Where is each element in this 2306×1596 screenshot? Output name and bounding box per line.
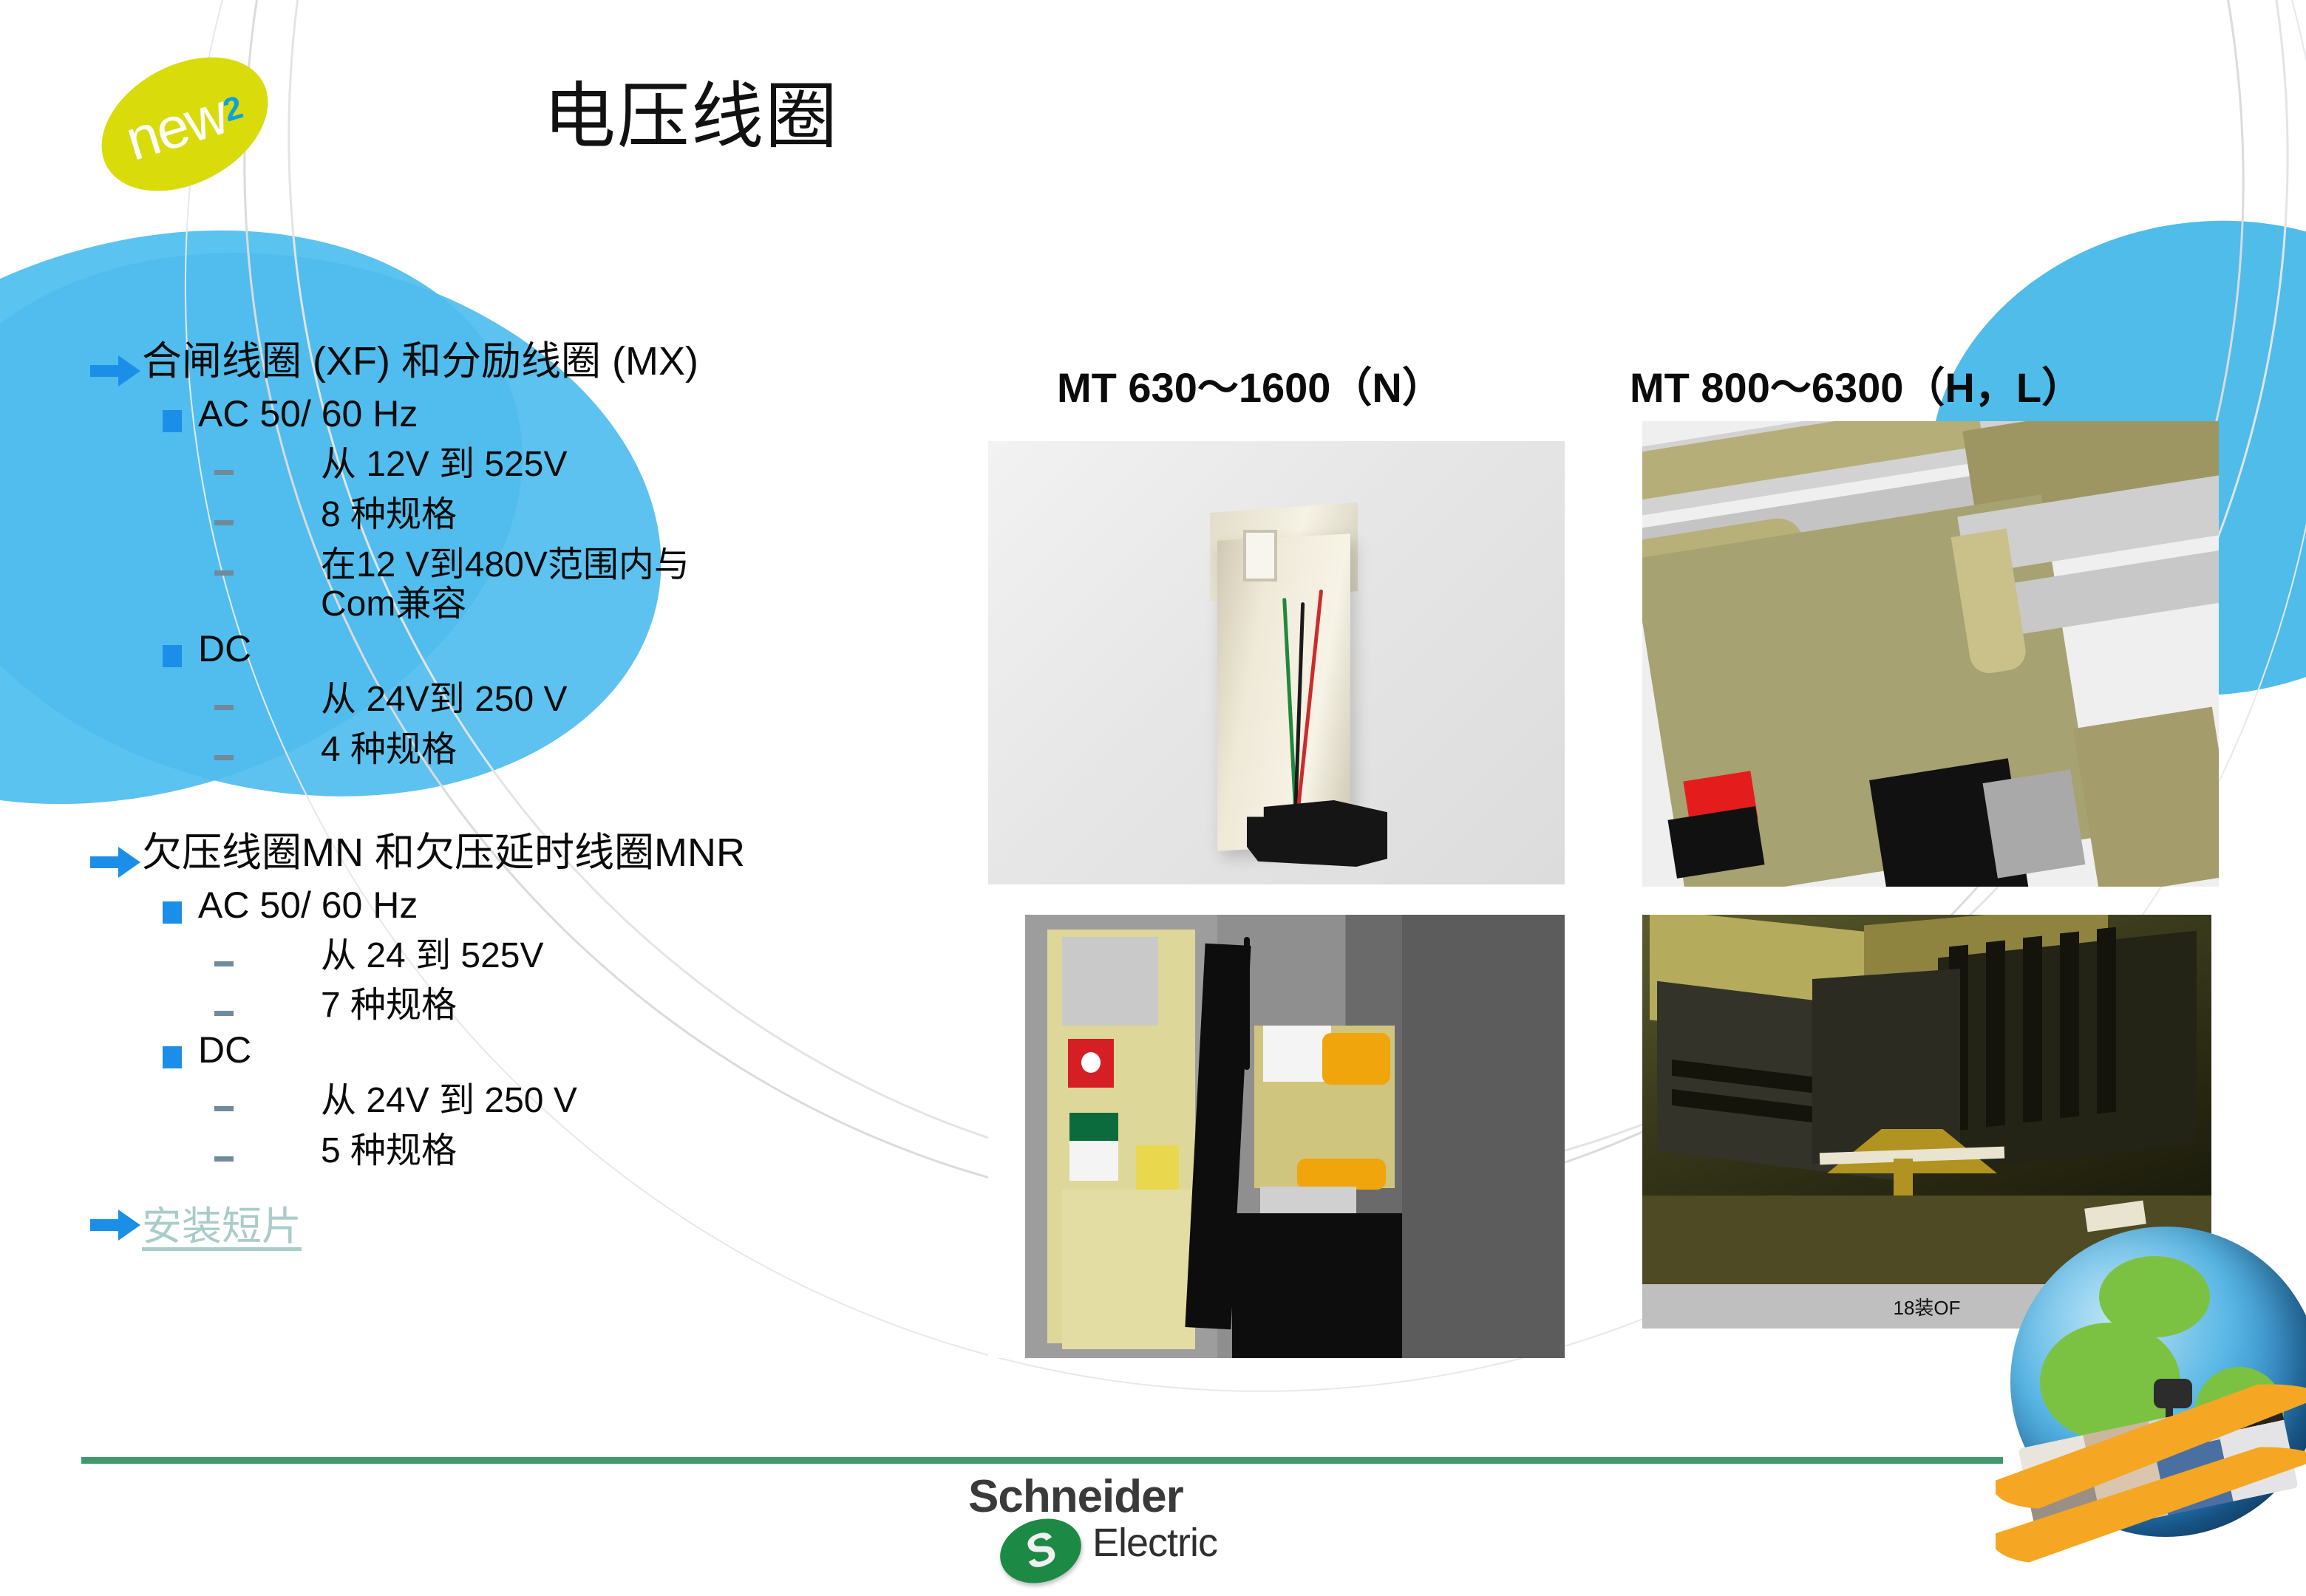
photo-area — [1642, 915, 2211, 1284]
detail-row: 从 12V 到 525V — [214, 445, 968, 485]
detail-label: 从 24V到 250 V — [321, 680, 568, 719]
orange-coil-top — [1322, 1033, 1390, 1085]
red-button-ring — [1081, 1052, 1101, 1073]
install-video-link[interactable]: 安装短片 — [142, 1204, 302, 1249]
coil-white-top — [1263, 1026, 1331, 1082]
group-row: DC — [163, 1030, 968, 1071]
group-row: DC — [163, 629, 968, 669]
detail-row: 5 种规格 — [214, 1131, 968, 1171]
schneider-electric-logo: Schneider S Electric — [961, 1471, 1271, 1594]
black-connector — [1247, 800, 1387, 867]
detail-label: 8 种规格 — [321, 494, 458, 534]
section-heading-row: 合闸线圈 (XF) 和分励线圈 (MX) — [89, 339, 968, 389]
detail-label: 4 种规格 — [321, 729, 458, 769]
dash-bullet-icon — [214, 519, 234, 525]
square-bullet-icon — [163, 645, 182, 667]
section-heading-label: 合闸线圈 (XF) 和分励线圈 (MX) — [142, 339, 698, 383]
dark-backdrop — [1402, 915, 1565, 1358]
detail-row: 7 种规格 — [214, 986, 968, 1026]
terminal-fin-2 — [1986, 940, 2005, 1128]
detail-label: 从 12V 到 525V — [321, 445, 568, 484]
footer-rule — [81, 1457, 2003, 1464]
section-heading-row: 欠压线圈MN 和欠压延时线圈MNR — [89, 831, 968, 881]
logo-word-schneider: Schneider — [968, 1471, 1184, 1522]
page-title: 电压线圈 — [543, 75, 840, 157]
bullet-content: 合闸线圈 (XF) 和分励线圈 (MX) AC 50/ 60 Hz 从 12V … — [89, 336, 968, 1252]
detail-label: 7 种规格 — [321, 986, 458, 1026]
badge-word: new — [118, 81, 234, 173]
yellow-panel-lower — [1062, 1190, 1195, 1349]
gallery-column-header-left: MT 630～1600（N） — [1057, 364, 1443, 411]
detail-row: 从 24V到 250 V — [214, 680, 968, 720]
dash-bullet-icon — [214, 754, 234, 760]
dash-bullet-icon — [214, 961, 234, 966]
group-row: AC 50/ 60 Hz — [163, 884, 968, 926]
terminal-fin-3 — [2023, 935, 2042, 1123]
group-label: AC 50/ 60 Hz — [198, 393, 418, 434]
webcam-icon — [2154, 1379, 2192, 1439]
group-label: DC — [198, 1029, 252, 1071]
dash-bullet-icon — [214, 470, 234, 475]
terminal-fin-5 — [2097, 927, 2116, 1114]
black-cable — [1244, 937, 1250, 1070]
detail-row: 从 24V 到 250 V — [214, 1081, 968, 1121]
square-bullet-icon — [163, 1046, 182, 1068]
brass-plate-lower — [2073, 706, 2219, 887]
detail-label: 从 24V 到 250 V — [321, 1081, 577, 1120]
logo-word-electric: Electric — [1092, 1521, 1218, 1565]
coil-slot-shape — [1243, 530, 1277, 582]
terminal-fin-4 — [2060, 931, 2079, 1119]
dash-bullet-icon — [214, 1106, 234, 1111]
dash-bullet-icon — [214, 1156, 234, 1162]
detail-label: 5 种规格 — [321, 1130, 458, 1170]
breaker-chassis-render — [1642, 421, 2219, 887]
arrow-right-icon — [89, 844, 142, 881]
gallery-column-header-right: MT 800～6300（H，L） — [1630, 364, 2084, 411]
group-label: AC 50/ 60 Hz — [198, 884, 418, 926]
section-heading-label: 欠压线圈MN 和欠压延时线圈MNR — [142, 830, 745, 875]
orange-coil-bottom — [1297, 1159, 1386, 1190]
detail-label: 在12 V到480V范围内与Com兼容 — [321, 545, 690, 624]
group-label: DC — [198, 628, 252, 669]
group-row: AC 50/ 60 Hz — [163, 394, 968, 434]
white-label — [1069, 1141, 1118, 1181]
detail-row: 从 24 到 525V — [214, 936, 968, 976]
dash-bullet-icon — [214, 570, 234, 576]
dash-bullet-icon — [214, 1011, 234, 1017]
arrow-right-icon — [89, 352, 142, 389]
section-spacer — [89, 770, 968, 828]
square-bullet-icon — [163, 901, 182, 924]
gray-plate-top — [1062, 937, 1158, 1026]
detail-label: 从 24 到 525V — [321, 935, 544, 975]
square-bullet-icon — [163, 410, 182, 432]
globe-people-graphic — [1996, 1227, 2306, 1596]
voltage-coil-module-render — [988, 441, 1565, 884]
detail-row: 4 种规格 — [214, 730, 968, 770]
detail-row: 在12 V到480V范围内与Com兼容 — [214, 545, 968, 625]
black-base-block — [1232, 1213, 1417, 1358]
gray-block — [1982, 769, 2086, 879]
install-video-link-row[interactable]: 安装短片 — [89, 1193, 968, 1252]
arrow-right-icon — [89, 1207, 142, 1244]
breaker-interior-coil-render — [988, 915, 1565, 1358]
detail-row: 8 种规格 — [214, 495, 968, 535]
dash-bullet-icon — [214, 705, 234, 710]
